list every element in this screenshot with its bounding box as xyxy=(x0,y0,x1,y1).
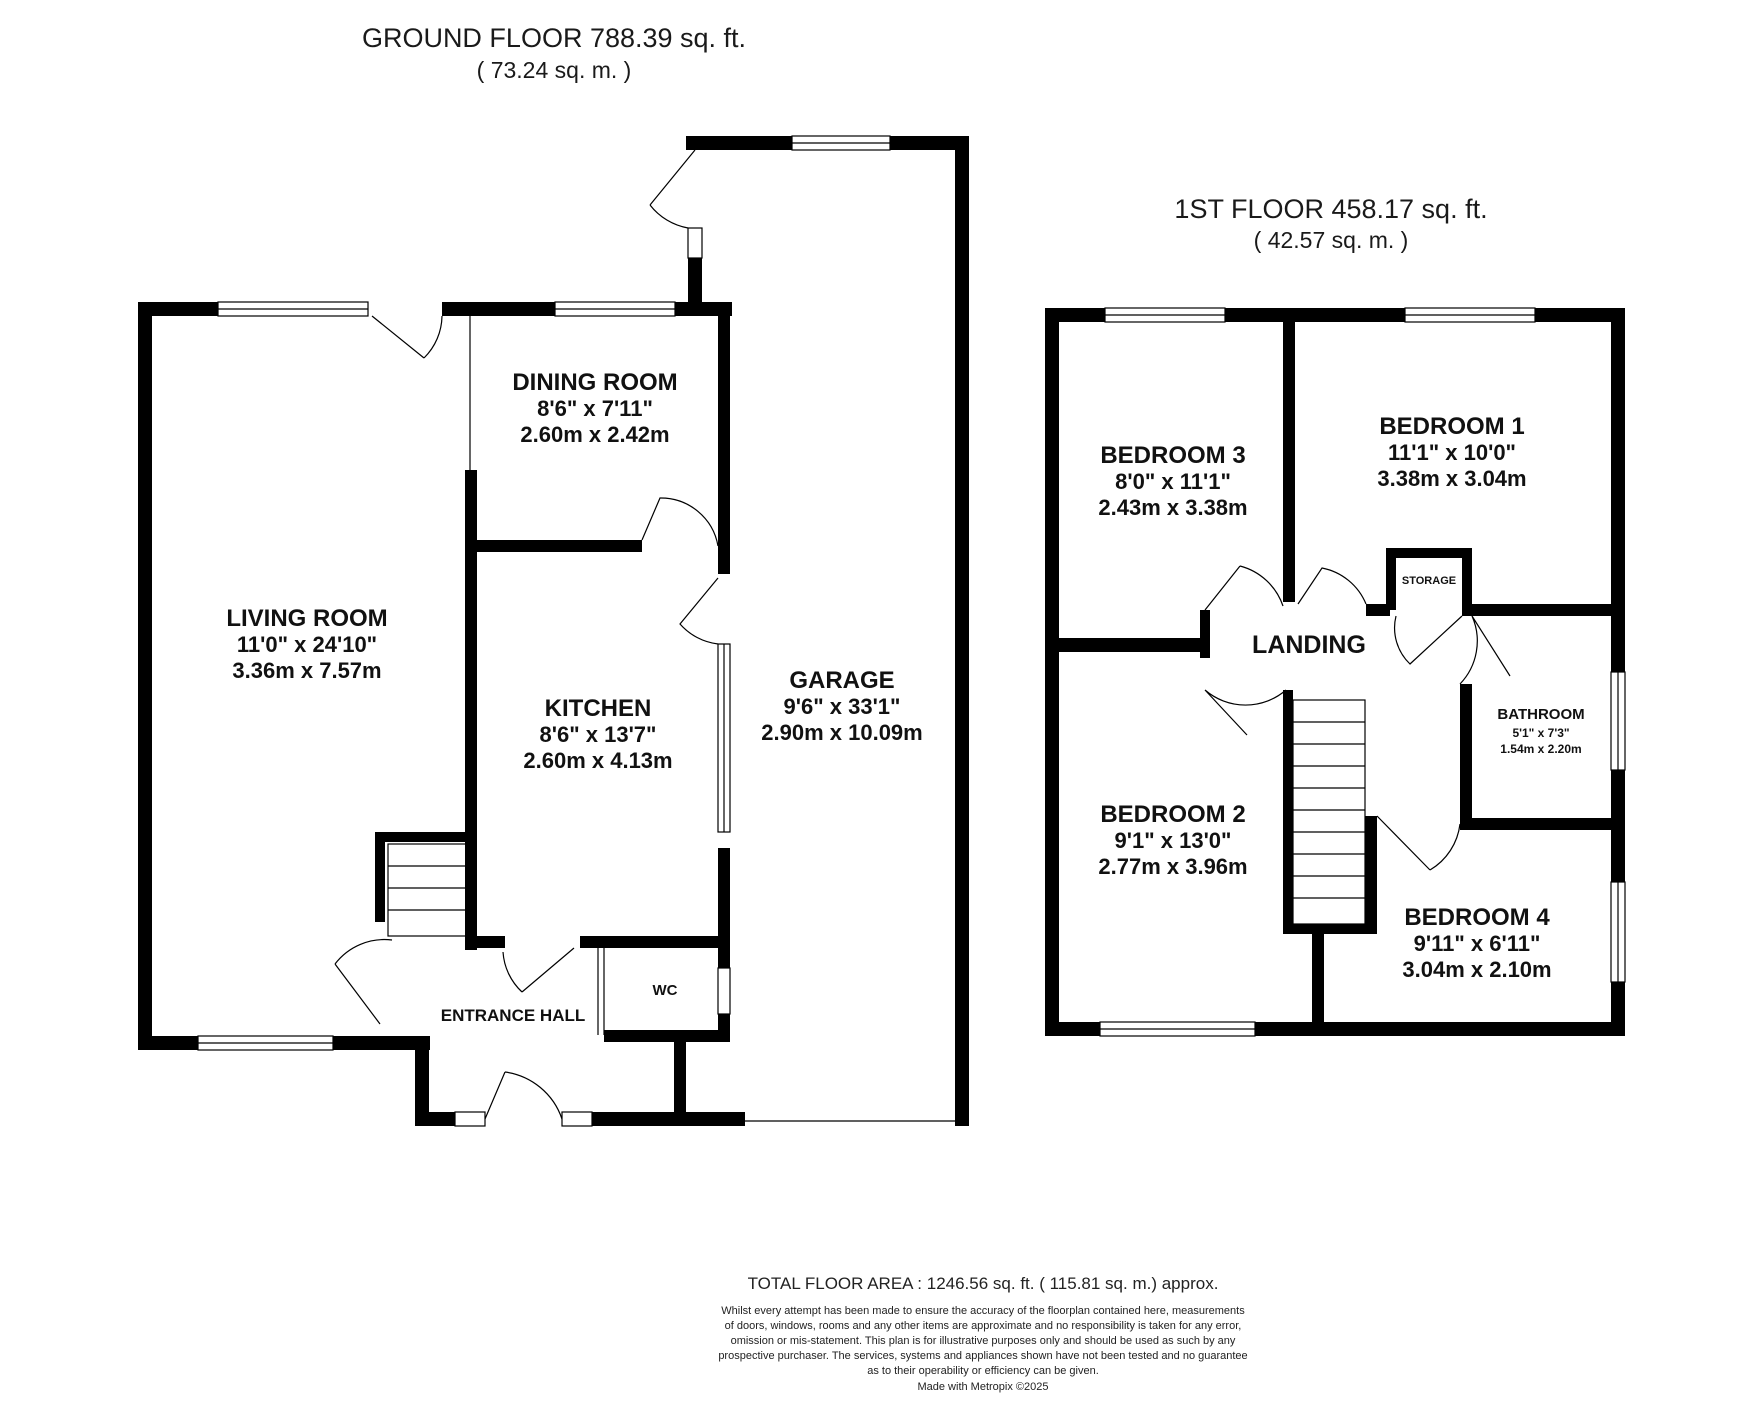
kitchen-label: KITCHEN xyxy=(545,695,652,722)
wall xyxy=(1283,690,1293,932)
wall xyxy=(604,1030,730,1042)
bedroom-1-metric: 3.38m x 3.04m xyxy=(1377,466,1526,491)
dining-room-metric: 2.60m x 2.42m xyxy=(520,422,669,447)
wall xyxy=(415,1036,429,1126)
front-door-swing xyxy=(484,1071,563,1120)
door-swing xyxy=(334,938,393,1025)
bedroom-3-metric: 2.43m x 3.38m xyxy=(1098,495,1247,520)
dining-room-imperial: 8'6" x 7'11" xyxy=(537,396,653,421)
first-floor-plan: BEDROOM 3 8'0" x 11'1" 2.43m x 3.38m BED… xyxy=(1045,307,1626,1037)
garage-metric: 2.90m x 10.09m xyxy=(761,720,922,745)
wall xyxy=(718,302,730,574)
wall xyxy=(415,1112,455,1126)
living-room-label: LIVING ROOM xyxy=(226,605,387,632)
staircase xyxy=(387,843,467,937)
bedroom-4-imperial: 9'11" x 6'11" xyxy=(1414,931,1541,956)
bathroom-imperial: 5'1" x 7'3" xyxy=(1512,726,1569,740)
disclaimer-line: omission or mis-statement. This plan is … xyxy=(731,1335,1236,1347)
living-room-metric: 3.36m x 7.57m xyxy=(232,658,381,683)
bathroom-label: BATHROOM xyxy=(1497,706,1584,723)
wall xyxy=(688,258,702,308)
wall xyxy=(590,1112,745,1126)
ground-floor-subtitle: ( 73.24 sq. m. ) xyxy=(477,57,632,83)
door-swing xyxy=(641,497,719,547)
kitchen-imperial: 8'6" x 13'7" xyxy=(540,722,657,747)
bedroom4-door-swing xyxy=(1376,815,1461,871)
bedroom-2-imperial: 9'1" x 13'0" xyxy=(1115,828,1232,853)
wall xyxy=(1386,548,1396,610)
wall xyxy=(1283,322,1295,602)
bathroom-metric: 1.54m x 2.20m xyxy=(1500,742,1581,756)
wall xyxy=(1462,548,1472,614)
wall xyxy=(674,1040,686,1120)
wall xyxy=(955,136,969,1126)
wc-label: WC xyxy=(653,982,678,999)
disclaimer: Whilst every attempt has been made to en… xyxy=(718,1305,1247,1377)
wall xyxy=(465,936,505,948)
garage-imperial: 9'6" x 33'1" xyxy=(784,694,901,719)
wall xyxy=(1386,548,1470,558)
garage-side-door-swing xyxy=(649,149,696,229)
wall xyxy=(1283,924,1377,934)
wall xyxy=(1200,610,1210,658)
wall xyxy=(375,832,385,922)
wall xyxy=(1366,604,1390,616)
entrance-hall-label: ENTRANCE HALL xyxy=(441,1006,586,1025)
bedroom-1-imperial: 11'1" x 10'0" xyxy=(1388,440,1516,465)
wall xyxy=(465,470,477,950)
bedroom-2-label: BEDROOM 2 xyxy=(1100,801,1245,828)
wall xyxy=(375,832,475,842)
door-swing xyxy=(502,947,575,993)
first-floor-subtitle: ( 42.57 sq. m. ) xyxy=(1254,227,1409,253)
disclaimer-line: Whilst every attempt has been made to en… xyxy=(721,1305,1245,1317)
living-room-imperial: 11'0" x 24'10" xyxy=(237,632,377,657)
storage-door-swing xyxy=(1393,615,1463,665)
wall xyxy=(600,936,612,940)
first-floor-title: 1ST FLOOR 458.17 sq. ft. xyxy=(1174,194,1487,224)
bedroom-4-label: BEDROOM 4 xyxy=(1404,904,1550,931)
staircase xyxy=(1292,699,1366,925)
kitchen-metric: 2.60m x 4.13m xyxy=(523,748,672,773)
window xyxy=(687,227,703,259)
bedroom-3-label: BEDROOM 3 xyxy=(1100,442,1245,469)
disclaimer-line: prospective purchaser. The services, sys… xyxy=(718,1350,1247,1362)
storage-label: STORAGE xyxy=(1402,575,1456,587)
bathroom-door-swing xyxy=(1459,615,1511,685)
wall xyxy=(1312,930,1324,1030)
wall xyxy=(1045,308,1059,1036)
garage-label: GARAGE xyxy=(789,667,894,694)
wall xyxy=(1365,816,1377,932)
bedroom-2-metric: 2.77m x 3.96m xyxy=(1098,854,1247,879)
wall xyxy=(138,302,152,1050)
wall xyxy=(580,936,730,948)
total-floor-area: TOTAL FLOOR AREA : 1246.56 sq. ft. ( 115… xyxy=(748,1274,1219,1293)
window xyxy=(454,1111,486,1127)
landing-label: LANDING xyxy=(1252,631,1366,659)
window xyxy=(717,967,731,1015)
ground-floor-plan: LIVING ROOM 11'0" x 24'10" 3.36m x 7.57m… xyxy=(138,135,969,1127)
door-swing xyxy=(1204,565,1284,611)
wall xyxy=(1460,818,1625,830)
dining-room-label: DINING ROOM xyxy=(512,369,677,396)
door-swing xyxy=(1204,689,1287,736)
door-swing xyxy=(1297,567,1367,605)
bedroom-3-imperial: 8'0" x 11'1" xyxy=(1115,469,1231,494)
door-swing xyxy=(679,577,719,645)
wall xyxy=(1460,684,1472,824)
disclaimer-line: of doors, windows, rooms and any other i… xyxy=(725,1320,1242,1332)
wall xyxy=(1059,638,1204,652)
ground-floor-title: GROUND FLOOR 788.39 sq. ft. xyxy=(362,23,746,53)
bedroom-4-metric: 3.04m x 2.10m xyxy=(1402,957,1551,982)
wall xyxy=(477,540,642,552)
window xyxy=(561,1111,593,1127)
bedroom-1-label: BEDROOM 1 xyxy=(1379,413,1524,440)
wall xyxy=(1462,604,1625,616)
door-swing xyxy=(371,315,443,359)
credit-text: Made with Metropix ©2025 xyxy=(917,1381,1048,1393)
disclaimer-line: as to their operability or efficiency ca… xyxy=(867,1365,1099,1377)
